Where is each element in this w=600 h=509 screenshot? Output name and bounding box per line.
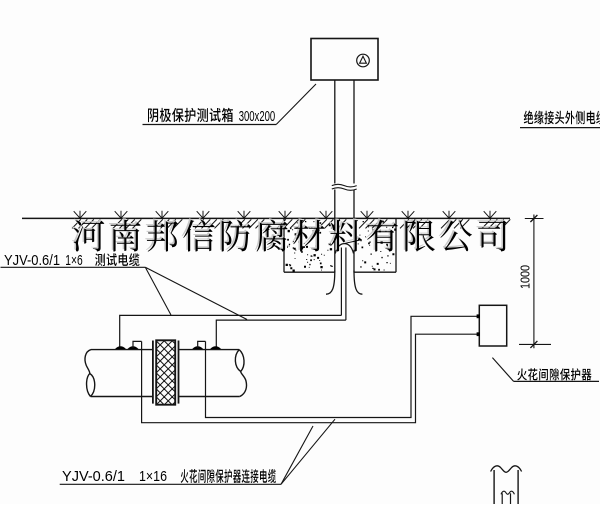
svg-text:1×16: 1×16 xyxy=(139,468,167,485)
svg-text:YJV-0.6/1: YJV-0.6/1 xyxy=(4,253,60,269)
svg-text:1×6: 1×6 xyxy=(65,253,82,269)
svg-text:1000: 1000 xyxy=(518,265,533,289)
svg-text:300x200: 300x200 xyxy=(239,108,276,125)
svg-text:YJV-0.6/1: YJV-0.6/1 xyxy=(62,468,125,485)
